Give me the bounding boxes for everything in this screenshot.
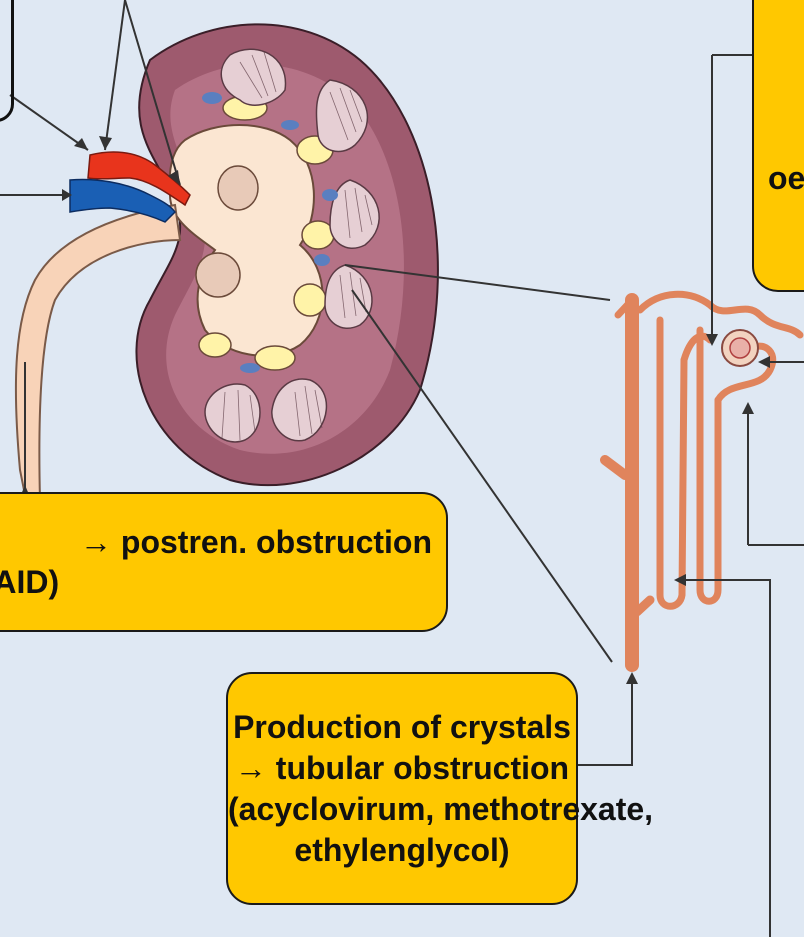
glomerulus <box>722 330 758 366</box>
callout-crystals-line4: ethylenglycol) <box>228 830 576 871</box>
callout-top-left <box>0 0 14 122</box>
callout-top-right: oe <box>752 0 804 292</box>
kidney <box>136 24 437 485</box>
callout-postrenal-line1: → postren. obstruction <box>0 522 432 562</box>
callout-top-right-fragment: oe <box>768 160 804 197</box>
callout-crystals-line3: (acyclovirum, methotrexate, <box>228 789 576 830</box>
callout-crystals-line2: → tubular obstruction <box>228 748 576 789</box>
callout-postrenal-line2: SAID) <box>0 562 432 602</box>
callout-crystals-line1: Production of crystals <box>228 707 576 748</box>
callout-postrenal-obstruction: → postren. obstruction SAID) <box>0 492 448 632</box>
callout-crystal-production: Production of crystals → tubular obstruc… <box>226 672 578 905</box>
